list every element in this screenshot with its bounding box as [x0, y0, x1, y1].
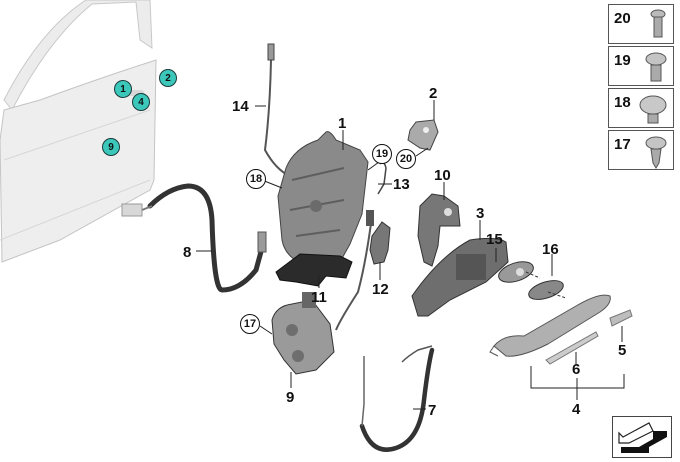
legend-item-19[interactable]: 19 [608, 46, 674, 86]
locator-badge-1[interactable]: 1 [114, 80, 132, 98]
screw-flange-tapping-icon [645, 136, 667, 169]
bowden-cable [335, 215, 373, 331]
circled-label-18[interactable]: 18 [246, 169, 266, 189]
locator-badge-4[interactable]: 4 [132, 93, 150, 111]
door-frame [3, 0, 153, 111]
part-label-7[interactable]: 7 [428, 402, 437, 419]
arrow-back-icon [618, 422, 667, 453]
legend-number: 18 [614, 94, 631, 111]
legend-number: 19 [614, 52, 631, 69]
locator-badge-2[interactable]: 2 [159, 69, 177, 87]
part-label-4[interactable]: 4 [572, 401, 581, 418]
bracket-12 [369, 221, 391, 265]
gasket-16 [528, 280, 564, 300]
cable-8-connector [121, 203, 143, 217]
legend-number: 17 [614, 136, 631, 153]
legend-item-17[interactable]: 17 [608, 130, 674, 170]
part-label-6[interactable]: 6 [572, 361, 581, 378]
rod-14 [263, 46, 291, 177]
trim-strip-6 [545, 331, 599, 365]
part-label-14[interactable]: 14 [232, 98, 249, 115]
part-label-9[interactable]: 9 [286, 389, 295, 406]
door-panel [0, 59, 157, 263]
part-label-1[interactable]: 1 [338, 115, 347, 132]
outside-handle-4 [493, 294, 611, 357]
part-label-15[interactable]: 15 [486, 231, 503, 248]
cable-8 [147, 183, 265, 293]
part-label-13[interactable]: 13 [393, 176, 410, 193]
part-label-11[interactable]: 11 [311, 289, 327, 306]
part-label-12[interactable]: 12 [372, 281, 389, 298]
screw-flat-head-icon [639, 95, 667, 124]
back-navigation-button[interactable] [612, 416, 672, 458]
part-label-2[interactable]: 2 [429, 85, 438, 102]
rod-13 [377, 167, 387, 195]
locator-badge-9[interactable]: 9 [102, 138, 120, 156]
circled-label-17[interactable]: 17 [240, 314, 260, 334]
legend-number: 20 [614, 10, 631, 27]
circled-label-19[interactable]: 19 [372, 144, 392, 164]
screw-countersunk-icon [650, 9, 666, 38]
part-label-16[interactable]: 16 [542, 241, 559, 258]
cable-7 [359, 347, 435, 452]
cover-cap-5 [609, 309, 633, 327]
striker-2 [407, 119, 439, 151]
legend-item-20[interactable]: 20 [608, 4, 674, 44]
door-lock-9 [271, 299, 335, 375]
leader-lines [196, 100, 625, 410]
part-label-8[interactable]: 8 [183, 244, 192, 261]
part-label-3[interactable]: 3 [476, 205, 485, 222]
door-lock-1 [277, 131, 369, 269]
bracket-11 [275, 253, 353, 287]
part-label-5[interactable]: 5 [618, 342, 627, 359]
fastener-legend: 20 19 18 17 [608, 2, 676, 170]
screw-pan-head-icon [645, 52, 667, 82]
circled-label-20[interactable]: 20 [396, 149, 416, 169]
part-label-10[interactable]: 10 [434, 167, 451, 184]
legend-item-18[interactable]: 18 [608, 88, 674, 128]
